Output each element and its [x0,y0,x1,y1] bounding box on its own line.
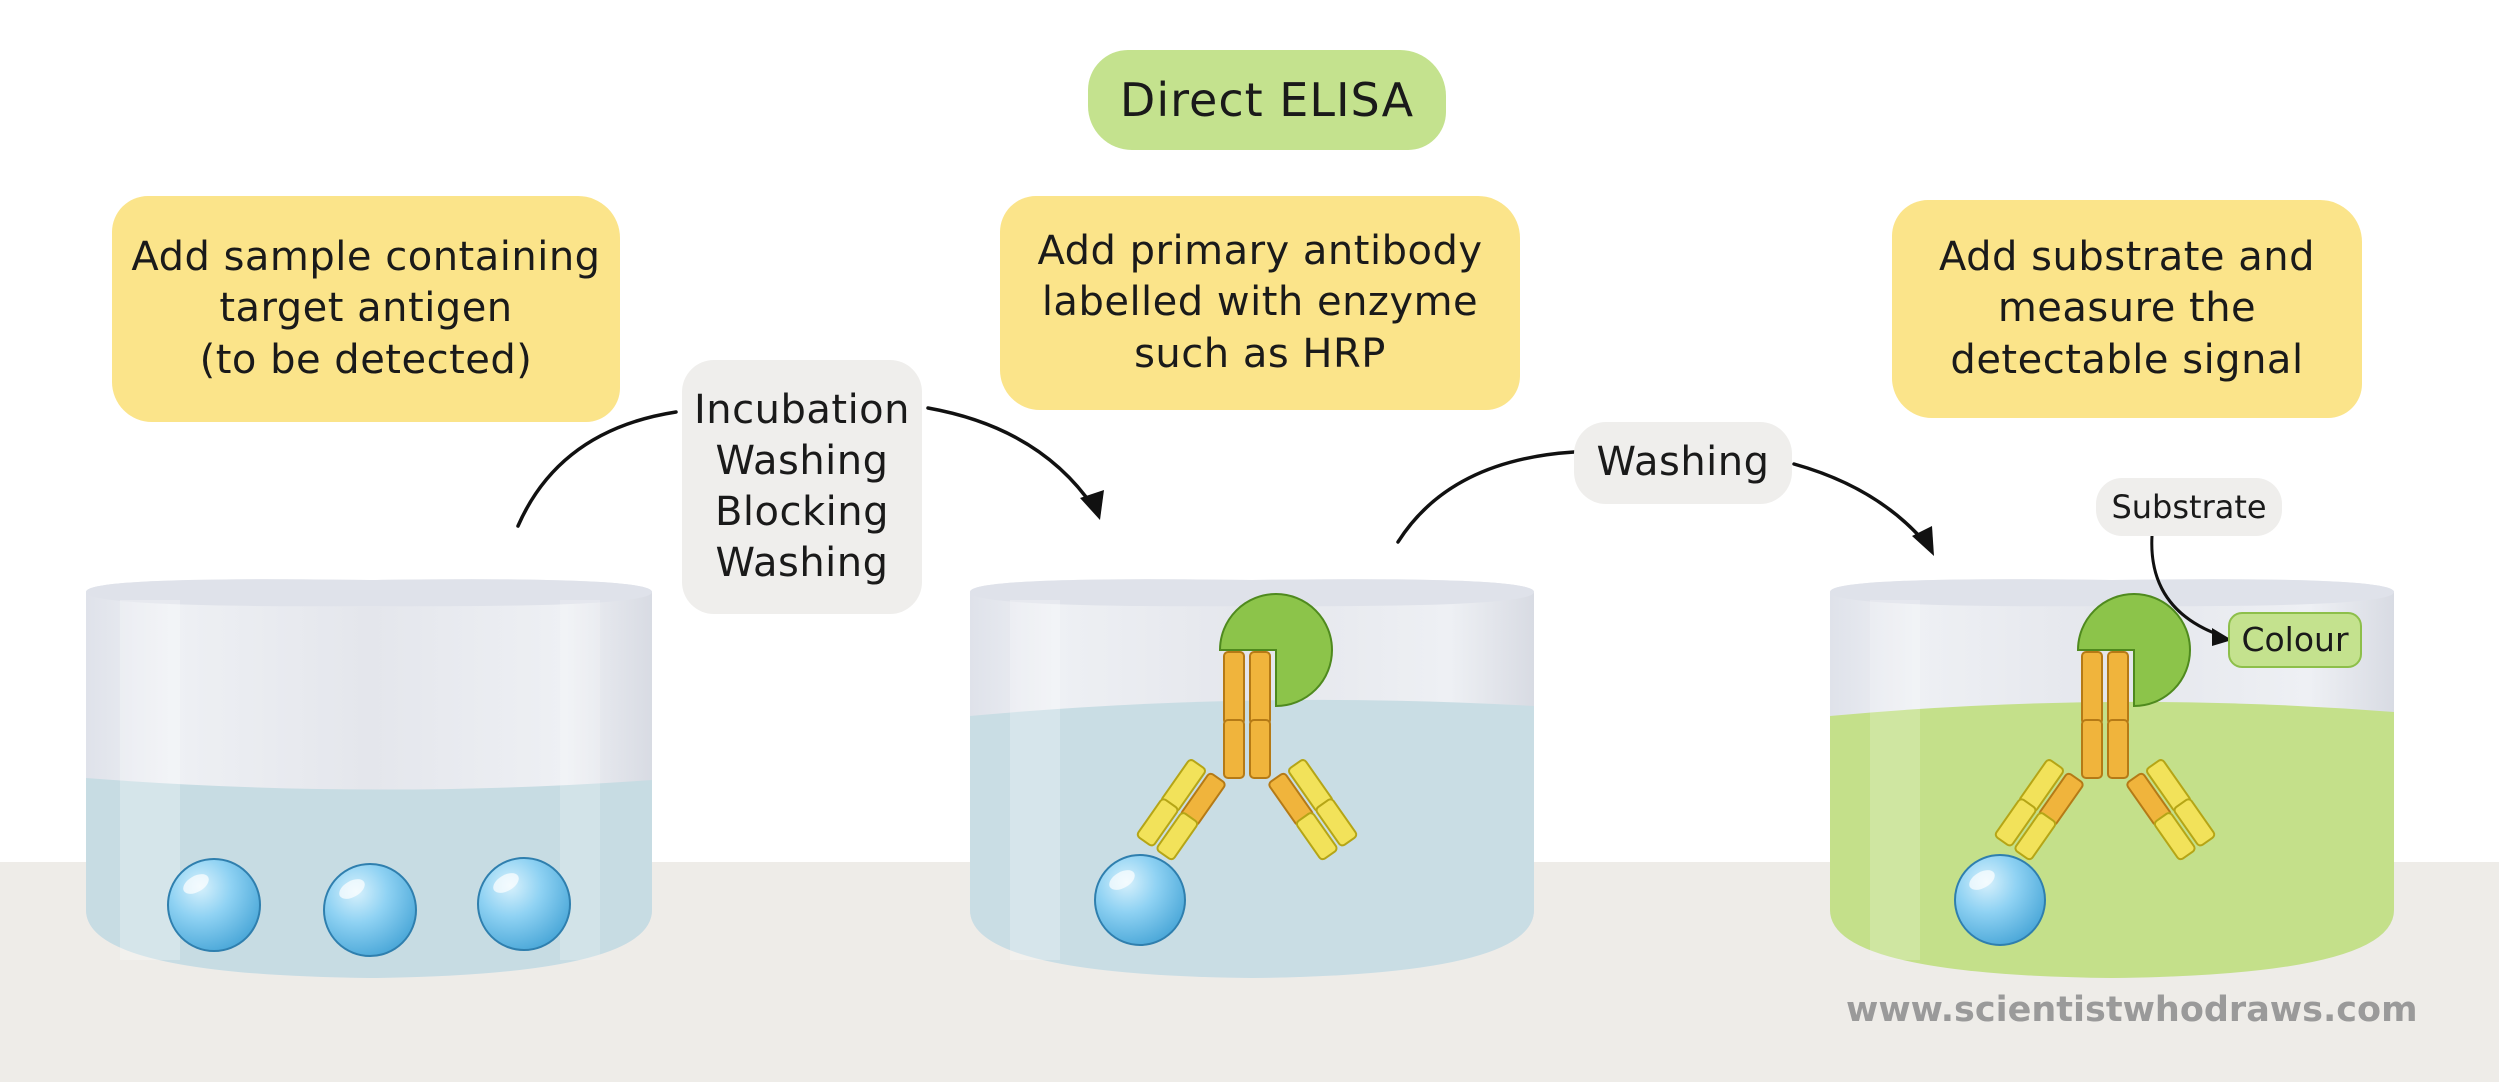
hrp-enzyme [1218,593,1333,708]
step-2-line: Add primary antibody [1037,228,1483,275]
antigen-bead [323,863,417,957]
hrp-enzyme [2076,593,2191,708]
well-1 [86,579,652,978]
arrow-step2-to-step3 [1396,450,1930,548]
substrate-label: Substrate [2096,478,2282,536]
primary-antibody [1994,651,2216,861]
well-3 [1830,579,2394,978]
arrow-step1-to-step2 [516,406,1096,528]
step-2-box: Add primary antibody labelled with enzym… [1000,196,1520,410]
antigen-bead [1094,854,1186,946]
arrowhead-icon [1080,490,1104,520]
step-1-line: Add sample containing [131,234,601,281]
step-2-line: labelled with enzyme [1041,279,1479,326]
arrowhead-icon [1912,526,1934,556]
antigen-bead [1954,854,2046,946]
process-label-1: Incubation Washing Blocking Washing [682,360,922,614]
step-3-line: Add substrate and [1939,234,2315,281]
antigen-bead [167,858,261,952]
antigen-bead [477,857,571,951]
process-1-line: Washing [715,540,889,587]
watermark: www.scientistwhodraws.com [1846,990,2418,1030]
step-3-line: measure the [1997,285,2257,332]
process-label-2: Washing [1574,422,1792,504]
process-1-line: Incubation [693,386,910,433]
arrow-substrate-to-colour [2150,534,2224,638]
step-1-line: target antigen [219,285,513,332]
colour-label: Colour [2228,612,2362,668]
step-3-box: Add substrate and measure the detectable… [1892,200,2362,418]
step-3-line: detectable signal [1950,336,2304,383]
step-2-line: such as HRP [1134,330,1386,377]
process-2-line: Washing [1596,439,1770,486]
step-1-line: (to be detected) [199,336,533,383]
process-1-line: Washing [715,437,889,484]
well-2 [970,579,1534,978]
process-1-line: Blocking [714,489,890,535]
arrowhead-icon [2212,628,2232,646]
page-title: Direct ELISA [1088,50,1446,150]
step-1-box: Add sample containing target antigen (to… [112,196,620,422]
primary-antibody [1136,651,1358,861]
